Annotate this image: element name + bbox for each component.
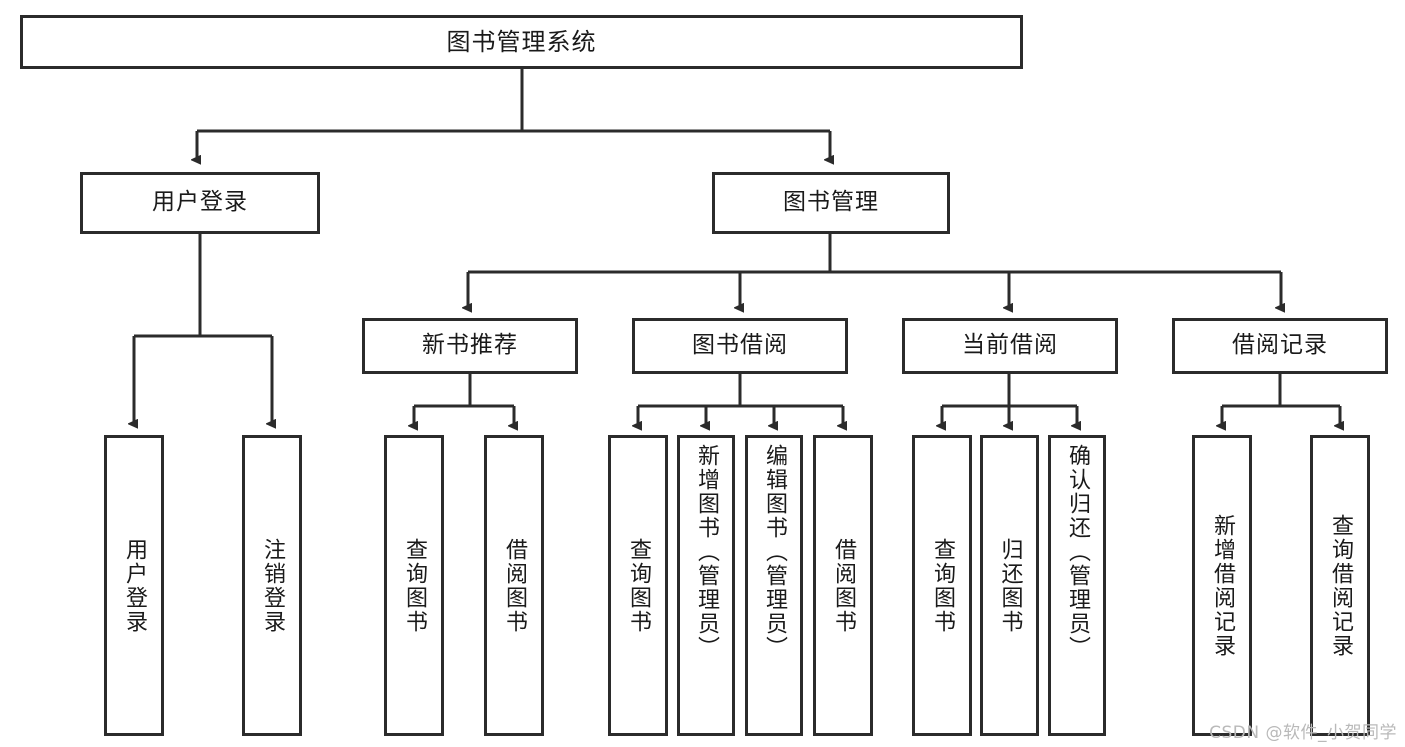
node-user-login[interactable]: 用户登录: [80, 172, 320, 234]
leaf-query-book-current[interactable]: 查询图书: [912, 435, 972, 736]
node-label: 借阅记录: [1232, 332, 1328, 359]
leaf-edit-book[interactable]: 编辑图书（管理员）: [745, 435, 803, 736]
leaf-query-book-recommend[interactable]: 查询图书: [384, 435, 444, 736]
node-label: 新书推荐: [422, 332, 518, 359]
leaf-query-borrow-record[interactable]: 查询借阅记录: [1310, 435, 1370, 736]
leaf-add-borrow-record[interactable]: 新增借阅记录: [1192, 435, 1252, 736]
node-label: 图书管理系统: [446, 27, 597, 56]
node-label: 查询借阅记录: [1327, 513, 1353, 658]
leaf-query-book-borrow[interactable]: 查询图书: [608, 435, 668, 736]
node-label: 用户登录: [121, 537, 147, 634]
node-label: 注销登录: [259, 537, 285, 634]
leaf-borrow-book[interactable]: 借阅图书: [813, 435, 873, 736]
node-label: 当前借阅: [962, 332, 1058, 359]
node-label: 归还图书: [997, 537, 1023, 634]
node-book-borrow[interactable]: 图书借阅: [632, 318, 848, 374]
node-label: 图书借阅: [692, 332, 788, 359]
node-label: 确认归还（管理员）: [1064, 444, 1090, 660]
node-current-borrow[interactable]: 当前借阅: [902, 318, 1118, 374]
node-label: 编辑图书（管理员）: [761, 444, 787, 660]
leaf-logout[interactable]: 注销登录: [242, 435, 302, 736]
node-book-management[interactable]: 图书管理: [712, 172, 950, 234]
node-label: 用户登录: [152, 189, 248, 216]
leaf-confirm-return[interactable]: 确认归还（管理员）: [1048, 435, 1106, 736]
node-label: 查询图书: [401, 537, 427, 634]
node-label: 查询图书: [625, 537, 651, 634]
leaf-return-book[interactable]: 归还图书: [980, 435, 1039, 736]
csdn-watermark: CSDN @软件_小贺同学: [1209, 723, 1397, 743]
node-root-system[interactable]: 图书管理系统: [20, 15, 1023, 69]
node-label: 新增图书（管理员）: [693, 444, 719, 660]
node-label: 查询图书: [929, 537, 955, 634]
leaf-add-book[interactable]: 新增图书（管理员）: [677, 435, 735, 736]
node-borrow-record[interactable]: 借阅记录: [1172, 318, 1388, 374]
node-label: 新增借阅记录: [1209, 513, 1235, 658]
node-new-book-recommend[interactable]: 新书推荐: [362, 318, 578, 374]
node-label: 图书管理: [783, 189, 879, 216]
leaf-borrow-book-recommend[interactable]: 借阅图书: [484, 435, 544, 736]
node-label: 借阅图书: [501, 537, 527, 634]
node-label: 借阅图书: [830, 537, 856, 634]
leaf-user-login[interactable]: 用户登录: [104, 435, 164, 736]
